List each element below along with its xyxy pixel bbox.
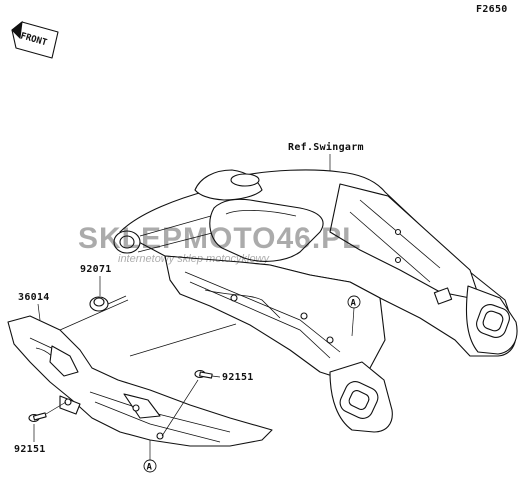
reference-marker-a-upper: A bbox=[347, 295, 361, 309]
reference-marker-a-lower: A bbox=[143, 459, 157, 473]
swingarm-drawing bbox=[113, 169, 518, 433]
part-label-92151-lower: 92151 bbox=[14, 444, 46, 455]
ref-swingarm-label: Ref.Swingarm bbox=[288, 141, 364, 153]
watermark-brand: SKLEPMOTO46.PL bbox=[78, 222, 362, 255]
bolt-92151-upper bbox=[194, 369, 213, 379]
front-direction-arrow-icon: FRONT bbox=[11, 20, 59, 59]
part-label-92071: 92071 bbox=[80, 264, 112, 275]
part-label-36014: 36014 bbox=[18, 292, 50, 303]
part-label-92151-upper: 92151 bbox=[222, 372, 254, 383]
figure-code: F2650 bbox=[476, 4, 508, 15]
shop-watermark: SKLEPMOTO46.PL internetowy sklep motocyk… bbox=[78, 222, 362, 265]
chain-guard-36014 bbox=[7, 315, 273, 447]
svg-text:A: A bbox=[147, 463, 153, 473]
collar-92071 bbox=[89, 296, 109, 312]
svg-text:A: A bbox=[351, 299, 357, 309]
watermark-tagline: internetowy sklep motocyklowy bbox=[118, 253, 271, 265]
bolt-92151-lower bbox=[28, 412, 47, 423]
